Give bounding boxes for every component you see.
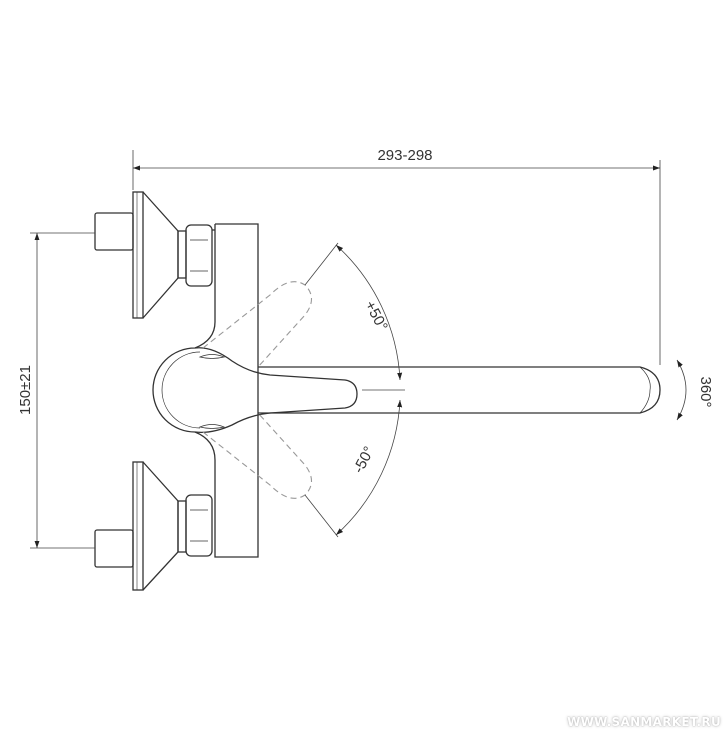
inlet-spacing-label: 150±21 — [17, 365, 34, 415]
rotation-label: 360° — [697, 376, 714, 407]
handle — [152, 347, 358, 433]
overall-length-label: 293-298 — [377, 147, 432, 164]
mixer-body — [194, 223, 259, 558]
spout — [258, 366, 661, 414]
handle-down-label: -50° — [350, 444, 378, 476]
watermark: WWW.SANMARKET.RU — [567, 715, 721, 729]
handle-up-label: +50° — [361, 298, 391, 334]
top-inlet — [94, 191, 215, 319]
bottom-inlet — [94, 461, 213, 591]
angle-arc-up — [335, 244, 403, 381]
handle-alt-positions — [202, 281, 313, 499]
angle-arc-down — [335, 399, 403, 536]
rotation-arrow — [676, 359, 687, 421]
